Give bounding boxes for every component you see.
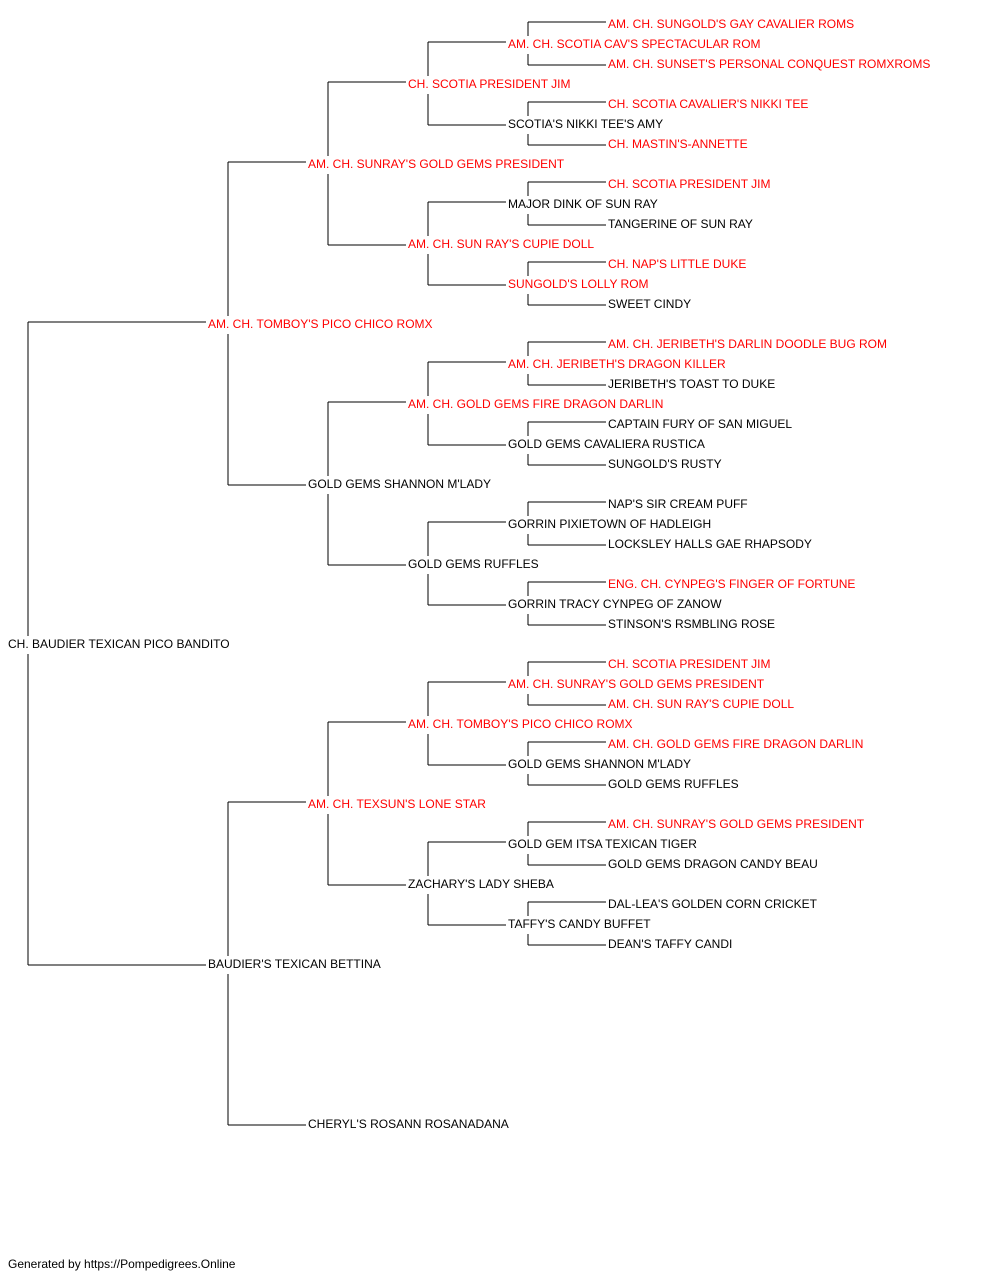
dog-name: CH. BAUDIER TEXICAN PICO BANDITO [8, 637, 230, 651]
dog-name: GOLD GEMS DRAGON CANDY BEAU [608, 857, 818, 871]
dog-name: AM. CH. GOLD GEMS FIRE DRAGON DARLIN [408, 397, 663, 411]
dog-name: AM. CH. GOLD GEMS FIRE DRAGON DARLIN [608, 737, 863, 751]
dog-name: STINSON'S RSMBLING ROSE [608, 617, 775, 631]
dog-name: GOLD GEMS SHANNON M'LADY [508, 757, 691, 771]
dog-name: AM. CH. SUN RAY'S CUPIE DOLL [408, 237, 594, 251]
dog-name: CAPTAIN FURY OF SAN MIGUEL [608, 417, 792, 431]
dog-name: SCOTIA'S NIKKI TEE'S AMY [508, 117, 663, 131]
dog-name: BAUDIER'S TEXICAN BETTINA [208, 957, 381, 971]
dog-name: AM. CH. TOMBOY'S PICO CHICO ROMX [208, 317, 433, 331]
dog-name: AM. CH. JERIBETH'S DARLIN DOODLE BUG ROM [608, 337, 887, 351]
dog-name: NAP'S SIR CREAM PUFF [608, 497, 748, 511]
dog-name: AM. CH. SUNRAY'S GOLD GEMS PRESIDENT [308, 157, 565, 171]
dog-name: AM. CH. SUNGOLD'S GAY CAVALIER ROMS [608, 17, 854, 31]
dog-name: TANGERINE OF SUN RAY [608, 217, 753, 231]
dog-name: ENG. CH. CYNPEG'S FINGER OF FORTUNE [608, 577, 855, 591]
dog-name: AM. CH. SCOTIA CAV'S SPECTACULAR ROM [508, 37, 761, 51]
dog-name: GOLD GEMS RUFFLES [408, 557, 539, 571]
dog-name: GORRIN PIXIETOWN OF HADLEIGH [508, 517, 711, 531]
dog-name: AM. CH. SUNRAY'S GOLD GEMS PRESIDENT [508, 677, 765, 691]
dog-name: LOCKSLEY HALLS GAE RHAPSODY [608, 537, 812, 551]
dog-name: DAL-LEA'S GOLDEN CORN CRICKET [608, 897, 818, 911]
dog-name: CH. SCOTIA PRESIDENT JIM [608, 177, 770, 191]
dog-name: SUNGOLD'S RUSTY [608, 457, 722, 471]
dog-name: AM. CH. SUNRAY'S GOLD GEMS PRESIDENT [608, 817, 865, 831]
dog-name: CH. NAP'S LITTLE DUKE [608, 257, 746, 271]
dog-name: AM. CH. TOMBOY'S PICO CHICO ROMX [408, 717, 633, 731]
dog-name: SWEET CINDY [608, 297, 691, 311]
pedigree-tree: CH. BAUDIER TEXICAN PICO BANDITO AM. CH. … [8, 17, 930, 1131]
dog-name: GOLD GEM ITSA TEXICAN TIGER [508, 837, 697, 851]
dog-name: CH. MASTIN'S-ANNETTE [608, 137, 748, 151]
dog-name: MAJOR DINK OF SUN RAY [508, 197, 658, 211]
dog-name: CHERYL'S ROSANN ROSANADANA [308, 1117, 509, 1131]
dog-name: TAFFY'S CANDY BUFFET [508, 917, 651, 931]
dog-name: AM. CH. SUN RAY'S CUPIE DOLL [608, 697, 794, 711]
generated-by-footer: Generated by https://Pompedigrees.Online [8, 1257, 236, 1271]
dog-name: CH. SCOTIA CAVALIER'S NIKKI TEE [608, 97, 808, 111]
dog-name: SUNGOLD'S LOLLY ROM [508, 277, 649, 291]
dog-name: CH. SCOTIA PRESIDENT JIM [408, 77, 570, 91]
dog-name: GORRIN TRACY CYNPEG OF ZANOW [508, 597, 722, 611]
dog-name: CH. SCOTIA PRESIDENT JIM [608, 657, 770, 671]
dog-name: GOLD GEMS RUFFLES [608, 777, 739, 791]
dog-name: AM. CH. JERIBETH'S DRAGON KILLER [508, 357, 726, 371]
dog-name: ZACHARY'S LADY SHEBA [408, 877, 554, 891]
dog-name: AM. CH. SUNSET'S PERSONAL CONQUEST ROMXR… [608, 57, 930, 71]
dog-name: DEAN'S TAFFY CANDI [608, 937, 732, 951]
dog-name: GOLD GEMS CAVALIERA RUSTICA [508, 437, 705, 451]
dog-name: GOLD GEMS SHANNON M'LADY [308, 477, 491, 491]
dog-name: JERIBETH'S TOAST TO DUKE [608, 377, 775, 391]
dog-name: AM. CH. TEXSUN'S LONE STAR [308, 797, 486, 811]
